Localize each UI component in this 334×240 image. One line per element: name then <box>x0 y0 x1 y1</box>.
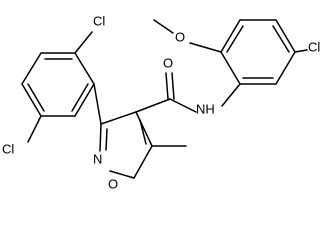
bond <box>21 52 42 85</box>
bond <box>221 83 241 107</box>
bond <box>71 83 89 112</box>
bond <box>93 83 102 125</box>
bond <box>220 19 241 53</box>
bond <box>294 49 308 53</box>
bond <box>27 115 42 143</box>
bond <box>99 123 102 152</box>
bond <box>74 83 95 117</box>
carbonyl-oxygen-label: O <box>163 55 173 70</box>
chlorine-label-left: Cl <box>2 141 14 156</box>
bond <box>21 83 42 117</box>
ring-nitrogen-label: N <box>93 151 102 166</box>
bond <box>171 72 175 100</box>
amide-nitrogen-label: NH <box>196 101 215 116</box>
bond <box>135 98 171 113</box>
bond <box>133 145 153 179</box>
methoxy-oxygen-label: O <box>175 29 185 44</box>
molecule-structure: Cl Cl Cl NH O O N O <box>0 0 334 209</box>
bonds <box>21 19 308 179</box>
bond <box>275 19 296 53</box>
ring-oxygen-label: O <box>108 176 118 191</box>
bond <box>220 51 241 85</box>
bond <box>153 19 174 34</box>
bond <box>100 111 137 125</box>
chlorine-label-top: Cl <box>93 13 105 28</box>
bond <box>74 52 95 85</box>
bond <box>165 72 169 100</box>
bond <box>226 25 244 53</box>
bond <box>109 170 135 179</box>
background <box>0 0 334 209</box>
bond <box>135 111 153 147</box>
bond <box>139 119 147 145</box>
bond <box>105 128 108 151</box>
bond <box>169 98 197 113</box>
bond <box>189 42 222 53</box>
bond <box>272 25 290 53</box>
atom-labels: Cl Cl Cl NH O O N O <box>2 13 320 191</box>
chlorine-label-right: Cl <box>308 39 320 54</box>
bond <box>27 83 45 112</box>
bond <box>275 51 296 85</box>
bond <box>74 31 93 54</box>
